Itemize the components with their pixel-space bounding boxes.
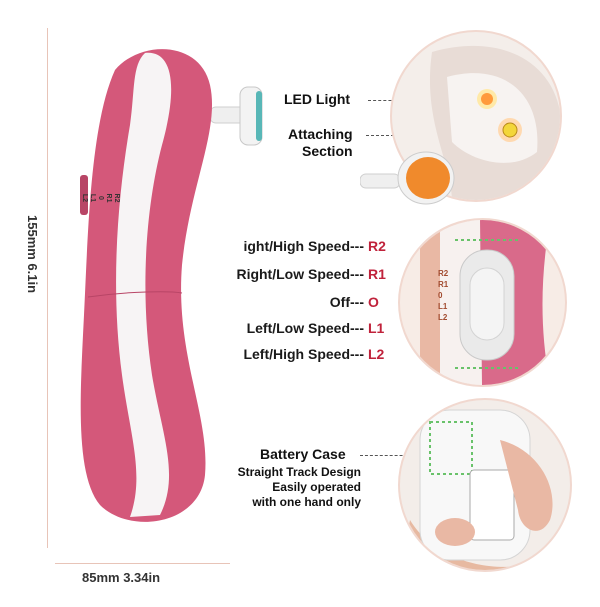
switch-label-l1: L1 xyxy=(89,193,96,203)
width-dimension-label: 85mm 3.34in xyxy=(82,570,161,585)
switch-closeup-circle xyxy=(398,218,567,387)
width-dimension-line xyxy=(55,563,230,564)
height-dimension-line xyxy=(47,28,48,548)
speed-modes-list: ight/High Speed---R2 Right/Low Speed---R… xyxy=(210,238,390,368)
battery-seam xyxy=(87,291,183,298)
device-body-pink xyxy=(80,49,213,522)
switch-label-r2: R2 xyxy=(113,193,120,203)
attaching-section-callout: Attaching Section xyxy=(288,126,353,159)
switch-label-r1: R1 xyxy=(105,193,112,203)
battery-closeup-circle xyxy=(398,398,572,572)
battery-closeup-illustration xyxy=(400,409,570,570)
speed-mode-off: Off---O xyxy=(329,294,379,310)
switch-labels-vertical: R2 R1 0 L1 L2 xyxy=(80,191,120,205)
battery-case-description: Straight Track Design Easily operated wi… xyxy=(237,465,361,509)
switch-label-l2: L2 xyxy=(81,193,88,203)
switch-closeup-codes: R2 R1 0 L1 L2 xyxy=(438,269,449,322)
sanding-disc-attachment xyxy=(360,151,455,205)
speed-mode-l2: Left/High Speed---L2 xyxy=(243,346,385,362)
side-switch xyxy=(80,175,88,215)
height-dimension-label: 155mm 6.1in xyxy=(25,215,40,294)
battery-case-callout: Battery Case xyxy=(260,446,346,462)
speed-mode-l1: Left/Low Speed---L1 xyxy=(246,320,385,336)
led-light-callout: LED Light xyxy=(284,91,351,107)
led-closeup-circle xyxy=(390,30,562,202)
switch-closeup-illustration xyxy=(420,220,550,385)
device-body-white-stripe xyxy=(116,52,172,517)
led-closeup-illustration xyxy=(429,45,560,200)
speed-mode-r2: ight/High Speed---R2 xyxy=(243,238,386,254)
switch-label-off: 0 xyxy=(97,196,104,200)
speed-mode-r1: Right/Low Speed---R1 xyxy=(236,266,386,282)
nail-drill-device xyxy=(80,49,263,522)
